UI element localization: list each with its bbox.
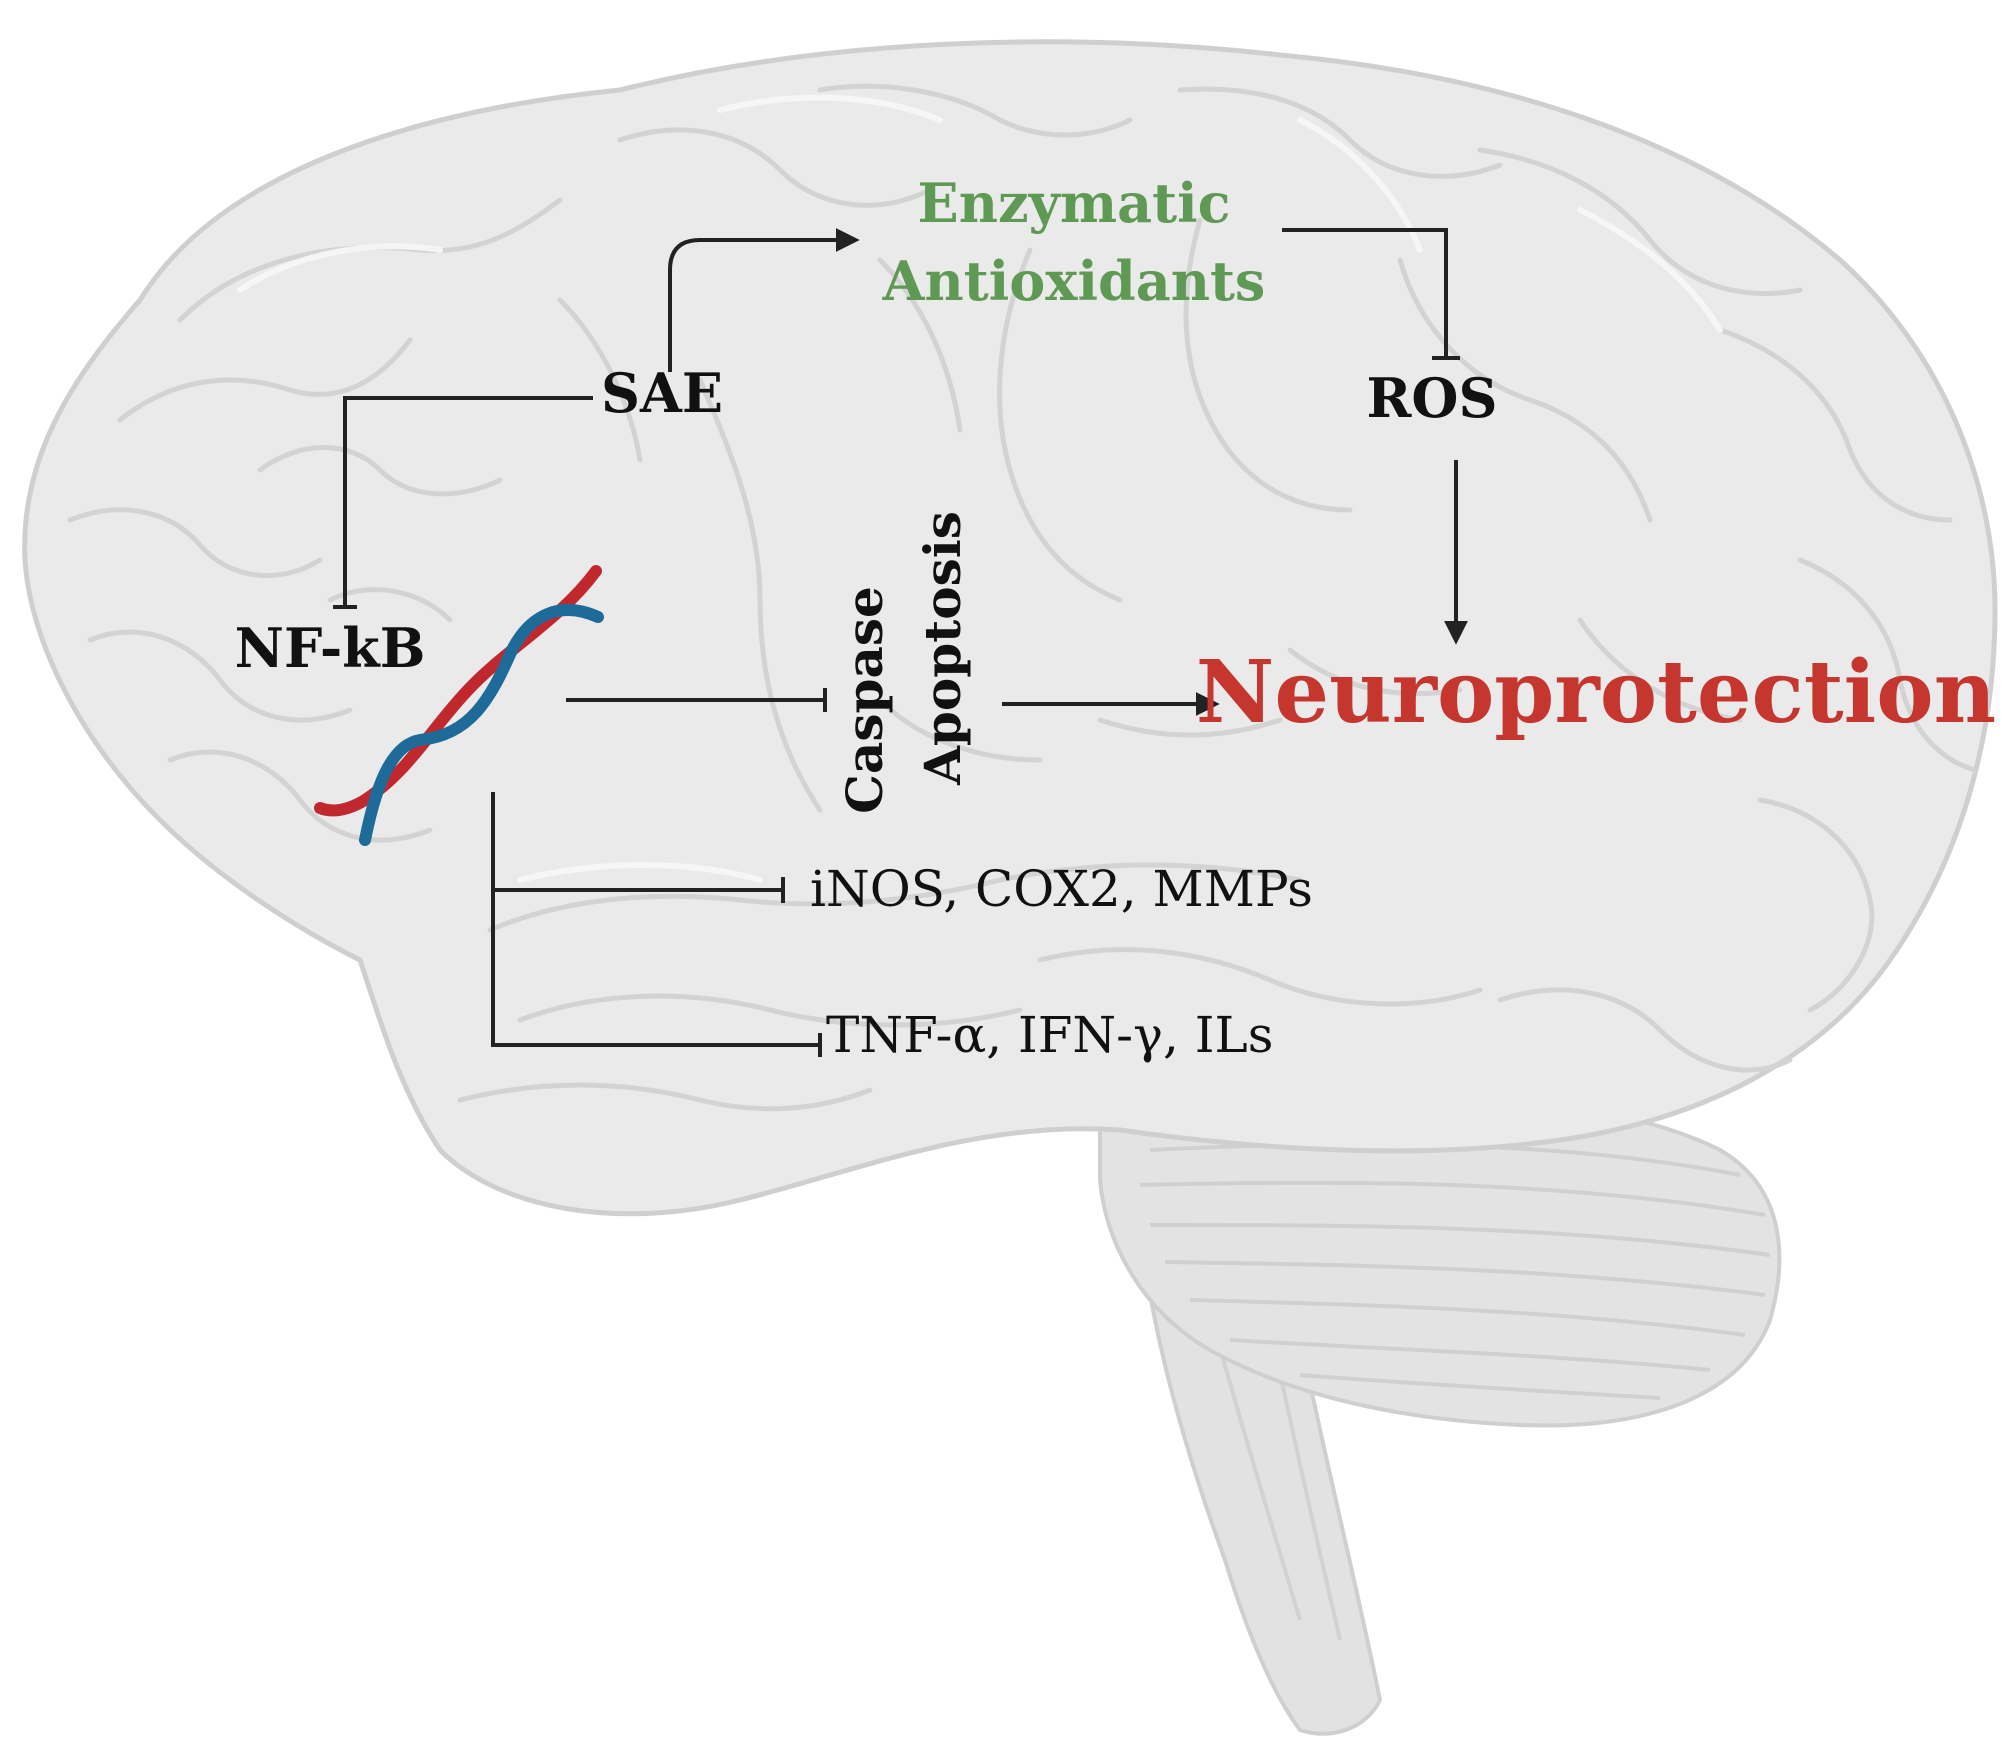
inhibit-nfkb-branch-vertical — [491, 792, 820, 1047]
inhibit-sae-to-nfkb — [343, 396, 593, 607]
dna-helix-icon — [314, 565, 604, 846]
labels: Enzymatic Antioxidants SAE ROS NF-kB Cas… — [235, 171, 1997, 1064]
inhibit-antioxidants-to-ros — [1282, 228, 1448, 358]
brain-gyri — [67, 83, 1978, 1112]
sae-label: SAE — [601, 361, 723, 425]
nfkb-label: NF-kB — [235, 616, 426, 680]
neuroprotection-label: Neuroprotection — [1196, 642, 1996, 743]
tnf-ifn-ils-label: TNF-α, IFN-γ, ILs — [826, 1006, 1273, 1064]
enzymatic-label-line2: Antioxidants — [882, 249, 1266, 313]
inos-cox2-mmps-label: iNOS, COX2, MMPs — [810, 860, 1313, 918]
brain-icon — [22, 39, 1998, 1736]
apoptosis-label: Apoptosis — [913, 511, 972, 786]
connectors — [333, 228, 1468, 1057]
caspase-label: Caspase — [835, 586, 894, 814]
ros-label: ROS — [1367, 366, 1498, 430]
arrow-sae-to-antioxidants — [668, 228, 860, 372]
enzymatic-label-line1: Enzymatic — [918, 171, 1231, 235]
